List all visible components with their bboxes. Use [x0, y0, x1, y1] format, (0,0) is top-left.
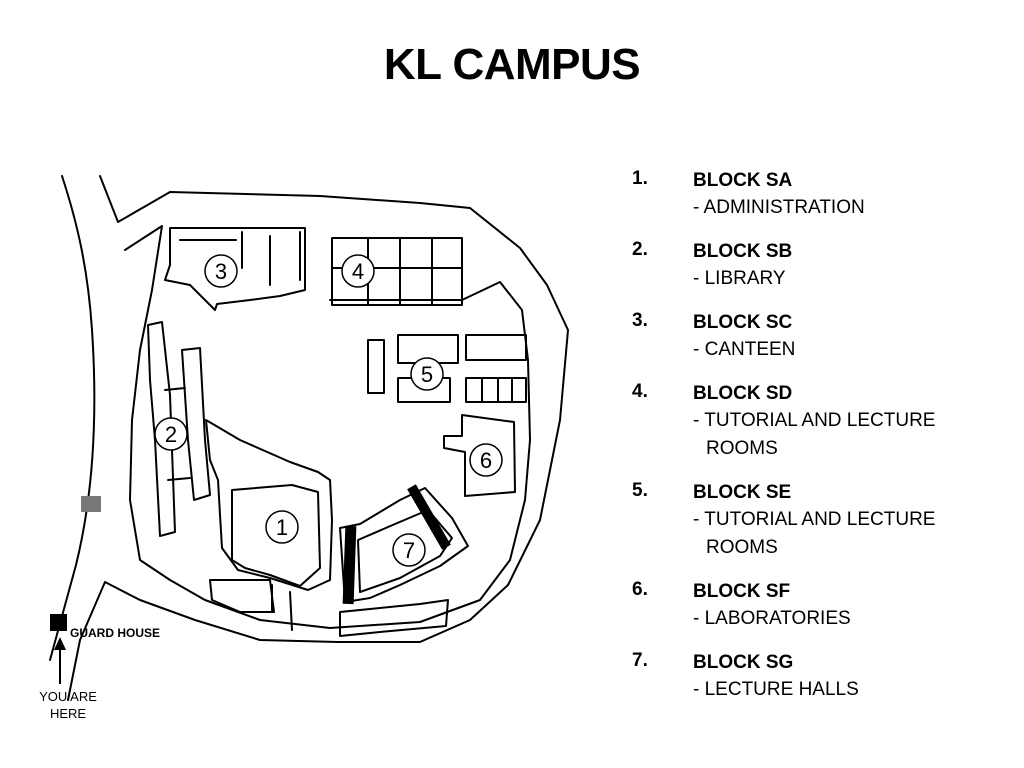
marker-5: 5 [421, 362, 433, 387]
legend-number: 1. [632, 168, 648, 189]
legend-description: - TUTORIAL AND LECTURE ROOMS [693, 506, 1012, 562]
legend-description: - ADMINISTRATION [693, 197, 865, 218]
page-title: KL CAMPUS [383, 40, 641, 89]
marker-circle-1 [265, 510, 299, 544]
legend-number: 5. [632, 480, 648, 501]
marker-4: 4 [352, 259, 364, 284]
legend-number: 2. [632, 239, 648, 260]
you-are-here-label: YOU ARE HERE [30, 688, 106, 722]
legend-item-6: 6. BLOCK SF - LABORATORIES [632, 579, 1012, 633]
legend-item-3: 3. BLOCK SC - CANTEEN [632, 310, 1012, 364]
inner-road [124, 225, 531, 629]
legend-block-name: BLOCK SF [693, 581, 791, 602]
legend-item-7: 7. BLOCK SG - LECTURE HALLS [632, 650, 1012, 704]
legend-block-name: BLOCK SC [693, 312, 793, 333]
block-sb-outline [147, 321, 176, 537]
guard-house-label: GUARD HOUSE [70, 626, 161, 640]
guard-house-icon [50, 614, 67, 631]
marker-7: 7 [403, 538, 415, 563]
legend-item-4: 4. BLOCK SD - TUTORIAL AND LECTURE ROOMS [632, 381, 1012, 463]
legend-number: 3. [632, 310, 648, 331]
marker-2: 2 [165, 422, 177, 447]
legend-item-1: 1. BLOCK SA - ADMINISTRATION [632, 168, 1012, 222]
legend-block-name: BLOCK SB [693, 241, 793, 262]
marker-circle-6 [469, 443, 503, 477]
block-se-outline [367, 339, 385, 394]
legend-description: - LIBRARY [693, 268, 786, 289]
perimeter-road [49, 175, 96, 661]
marker-1: 1 [276, 515, 288, 540]
block-sc-outline [164, 227, 306, 311]
legend-block-name: BLOCK SG [693, 652, 794, 673]
legend-block-name: BLOCK SA [693, 170, 793, 191]
marker-circle-3 [204, 254, 238, 288]
legend-description: - LABORATORIES [693, 608, 851, 629]
legend-description-line2: ROOMS [706, 438, 778, 459]
legend-item-5: 5. BLOCK SE - TUTORIAL AND LECTURE ROOMS [632, 480, 1012, 562]
block-sd-outline [331, 237, 463, 306]
legend-description-line2: ROOMS [706, 537, 778, 558]
block-sa-outline [205, 419, 333, 591]
legend-description-line1: - TUTORIAL AND LECTURE [693, 410, 936, 431]
legend-description-line1: - TUTORIAL AND LECTURE [693, 509, 936, 530]
marker-6: 6 [480, 448, 492, 473]
legend-description: - LECTURE HALLS [693, 679, 859, 700]
marker-circle-2 [154, 417, 188, 451]
marker-circle-5 [410, 357, 444, 391]
you-are-here-arrow [54, 637, 66, 684]
legend-description: - TUTORIAL AND LECTURE ROOMS [693, 407, 1012, 463]
you-are-here-line2: HERE [49, 706, 87, 721]
legend-description: - CANTEEN [693, 339, 796, 360]
you-are-here-line1: YOU ARE [39, 689, 97, 704]
block-sg-outline [339, 487, 469, 603]
legend-block-name: BLOCK SE [693, 482, 792, 503]
legend: 1. BLOCK SA - ADMINISTRATION 2. BLOCK SB… [632, 168, 1012, 721]
marker-3: 3 [215, 259, 227, 284]
marker-circle-4 [341, 254, 375, 288]
marker-circle-7 [392, 533, 426, 567]
legend-number: 7. [632, 650, 648, 671]
block-sf-outline [443, 414, 516, 497]
legend-item-2: 2. BLOCK SB - LIBRARY [632, 239, 1012, 293]
legend-block-name: BLOCK SD [693, 383, 793, 404]
legend-number: 6. [632, 579, 648, 600]
legend-number: 4. [632, 381, 648, 402]
